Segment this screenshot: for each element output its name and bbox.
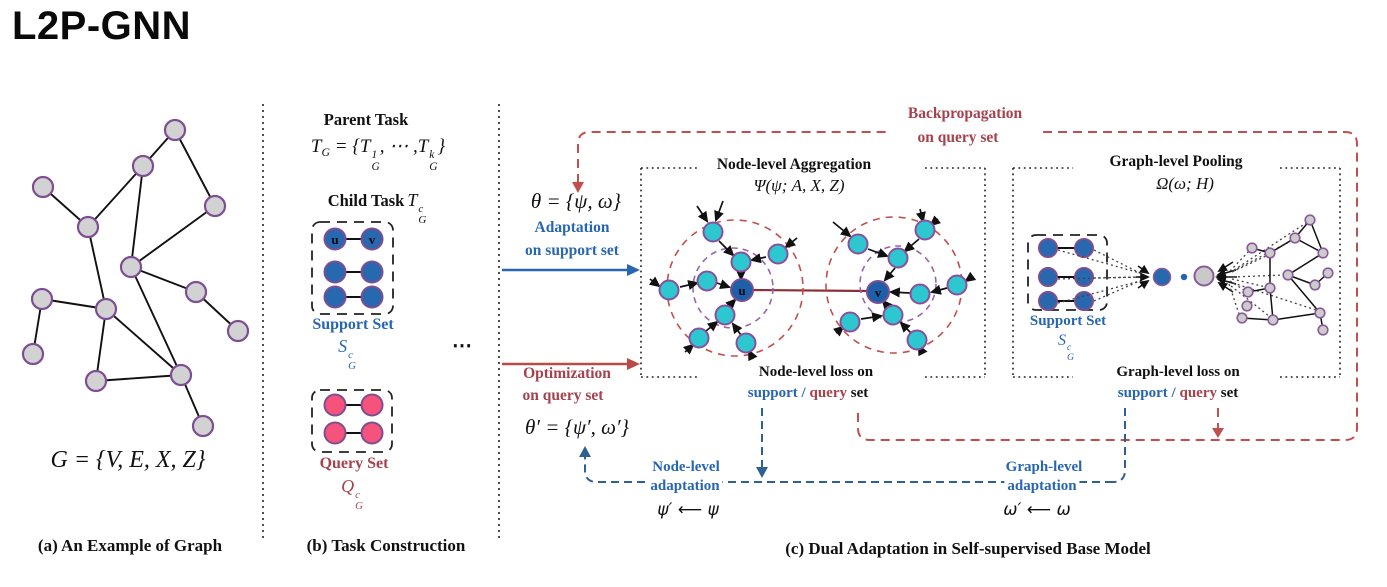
support-pairs — [323, 227, 384, 309]
pooling-support-pairs — [1038, 238, 1094, 311]
caption-c: (c) Dual Adaptation in Self-supervised B… — [785, 539, 1151, 558]
node-level-adaptation-line1: Node-level — [649, 459, 723, 476]
pooling-left-rays — [1057, 249, 1143, 304]
node-level-box — [640, 167, 986, 378]
node-level-loss-line2: support / query set — [747, 385, 869, 401]
adaptation-down-arrowhead — [756, 467, 768, 478]
query-set-box — [311, 389, 393, 453]
graph-formula: G = {V, E, X, Z} — [50, 447, 206, 473]
pooling-left-fan — [1136, 264, 1150, 290]
dot-product-dot — [1180, 273, 1188, 281]
graph-level-adaptation-line1: Graph-level — [1002, 459, 1086, 476]
pooling-support-box — [1027, 234, 1108, 311]
support-set-label: Support Set — [312, 316, 394, 333]
graph-level-formula: Ω(ω; H) — [1156, 174, 1214, 193]
ego-u-neighbors — [658, 221, 789, 354]
ego-v-neighbors — [839, 219, 968, 351]
parent-task-label: Parent Task — [323, 110, 409, 129]
theta-formula: θ = {ψ, ω} — [530, 189, 622, 213]
backprop-path — [577, 131, 1358, 441]
ego-v-center-node — [866, 280, 890, 304]
backprop-label-line2: on query set — [917, 129, 999, 146]
graph-level-box — [1012, 167, 1341, 378]
node-level-loss-line1: Node-level loss on — [758, 364, 874, 380]
adaptation-label-line1: Adaptation — [534, 219, 610, 236]
adaptation-up-arrowhead — [579, 446, 591, 457]
ego-network-u: u — [648, 200, 804, 362]
example-graph — [21, 118, 250, 438]
tasks-ellipsis: ⋯ — [452, 335, 472, 357]
omega-update-formula: ω′ ⟵ ω — [1003, 500, 1071, 520]
caption-a: (a) An Example of Graph — [37, 536, 223, 555]
pooled-support-embedding — [1152, 267, 1172, 287]
caption-b: (b) Task Construction — [306, 536, 466, 555]
ego-v-center-label: v — [875, 285, 882, 300]
ego-network-v: v — [825, 208, 977, 357]
graph-level-adaptation-line2: adaptation — [1004, 478, 1080, 495]
pooled-graph — [1236, 214, 1334, 336]
graph-level-loss-line1: Graph-level loss on — [1116, 364, 1240, 380]
graph-level-title: Graph-level Pooling — [1109, 153, 1243, 170]
support-node-u-label: u — [331, 232, 338, 247]
psi-update-formula: ψ′ ⟵ ψ — [657, 500, 719, 520]
node-level-formula: Ψ(ψ; A, X, Z) — [753, 176, 845, 195]
support-set-box: u v — [311, 221, 394, 315]
example-graph-edges — [32, 129, 239, 427]
adaptation-on-support-arrow — [502, 264, 640, 276]
optimization-label-line1: Optimization — [523, 365, 611, 382]
pooled-graph-nodes — [1236, 214, 1334, 336]
pooling-support-set-label: Support Set — [1029, 313, 1107, 329]
backprop-label-line1: Backpropagation — [904, 105, 1026, 123]
graph-level-loss-line2: support / query set — [1117, 385, 1239, 401]
ego-u-arrows — [648, 200, 798, 362]
example-graph-nodes — [21, 118, 250, 438]
backprop-arrowhead — [572, 182, 584, 193]
optimization-on-query-arrow — [502, 358, 640, 370]
node-level-adaptation-line2: adaptation — [647, 478, 723, 495]
ego-u-center-node — [730, 278, 754, 302]
support-node-v-label: v — [369, 232, 376, 247]
query-set-label: Query Set — [319, 455, 389, 472]
adaptation-label-line2: on support set — [525, 242, 619, 259]
theta-prime-formula: θ′ = {ψ′, ω′} — [525, 415, 629, 439]
u-v-edge — [752, 288, 868, 293]
page-title: L2P-GNN — [12, 4, 192, 48]
ego-u-center-label: u — [738, 283, 745, 298]
optimization-label-line2: on query set — [522, 387, 604, 404]
query-pairs — [323, 393, 384, 445]
pooling-right-rays — [1228, 222, 1317, 317]
adaptation-path — [584, 408, 1126, 483]
node-level-title: Node-level Aggregation — [716, 156, 872, 173]
pooled-graph-embedding — [1193, 265, 1215, 287]
backprop-join-arrowhead — [1212, 428, 1224, 438]
